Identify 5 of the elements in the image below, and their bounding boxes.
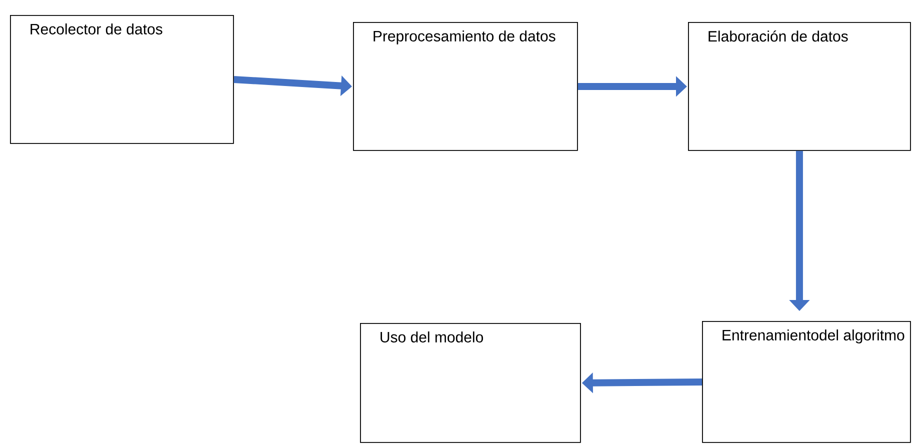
process-box: Elaboración de datos [688,22,911,151]
process-box: Preprocesamiento de datos [353,22,578,151]
process-box: Recolector de datos [10,15,234,144]
process-box: Uso del modelo [360,323,581,443]
process-box: Entrenamientodel algoritmo [702,321,911,443]
